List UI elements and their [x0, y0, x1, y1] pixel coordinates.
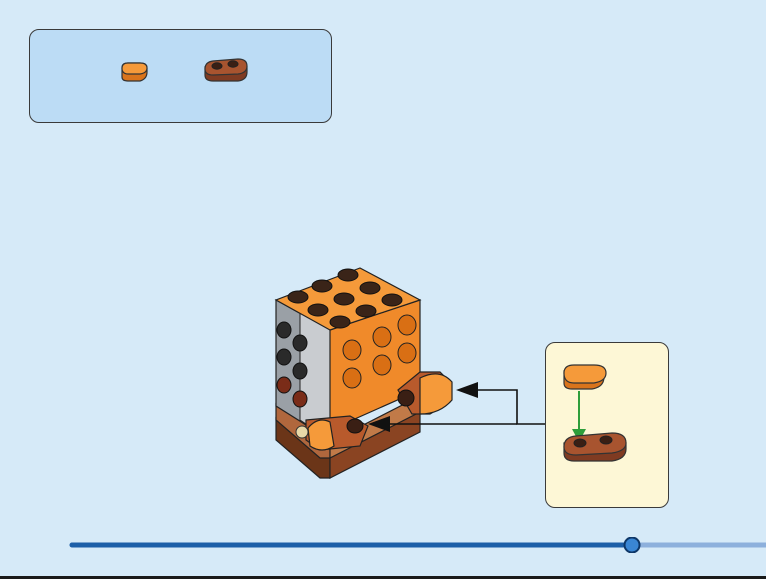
brickheadz-model	[276, 268, 452, 478]
arrow-left-icon	[456, 382, 478, 398]
sub-assembly-callout	[545, 342, 669, 508]
progress-marker	[625, 538, 640, 553]
progress-bar	[0, 537, 766, 553]
sub-assembly-illustration	[546, 343, 670, 509]
